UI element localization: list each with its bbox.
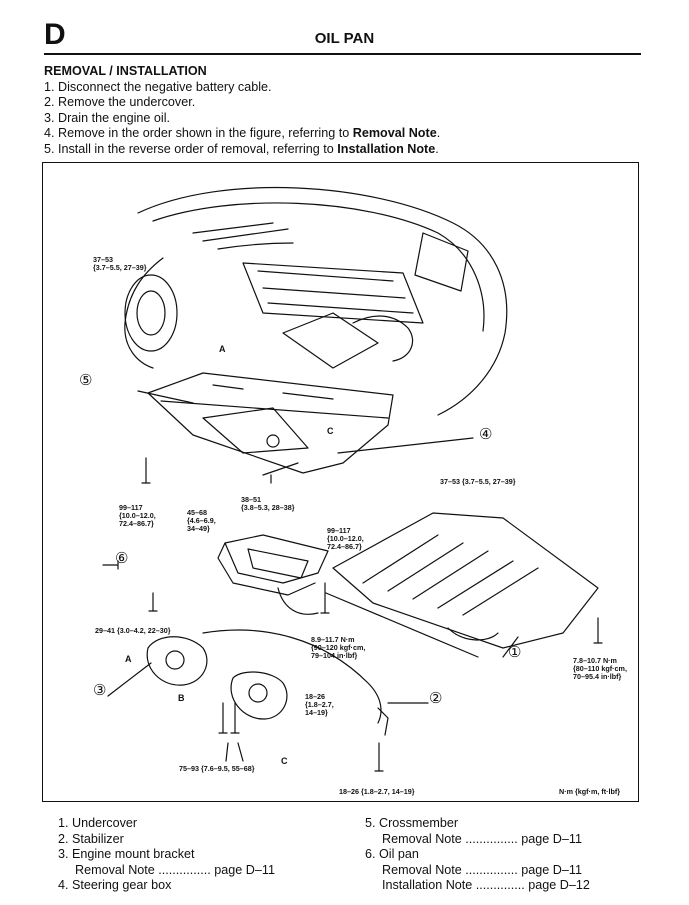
view-letter-b: B <box>178 693 185 703</box>
view-letter-a: A <box>219 344 226 354</box>
torque-spec-9: 7.8–10.7 N·m {80–110 kgf·cm, 70–95.4 in·… <box>573 656 627 681</box>
step-2: 2. Remove the undercover. <box>44 95 196 110</box>
legend-item: 3. Engine mount bracket <box>58 847 195 862</box>
exploded-view-figure: ⑤ ④ ⑥ ① ③ ② A A B C C 37–53 {3.7–5.5, 27… <box>42 162 639 802</box>
legend-item: Installation Note .............. page D–… <box>382 878 590 893</box>
torque-spec-10: 18–26 {1.8–2.7, 14–19} <box>305 692 334 717</box>
step-3: 3. Drain the engine oil. <box>44 110 171 125</box>
legend-item: Removal Note ............... page D–11 <box>382 831 582 846</box>
callout-6: ⑥ <box>115 550 129 567</box>
legend-item: Removal Note ............... page D–11 <box>75 862 275 877</box>
torque-spec-7: 29–41 {3.0–4.2, 22–30} <box>95 626 171 635</box>
legend-item: 1. Undercover <box>58 816 138 830</box>
procedure-steps: REMOVAL / INSTALLATION 1. Disconnect the… <box>44 64 440 158</box>
torque-spec-12: 18–26 {1.8–2.7, 14–19} <box>339 787 415 796</box>
torque-spec-1: 37–53 {3.7–5.5, 27–39} <box>93 255 147 272</box>
callout-2: ② <box>429 690 443 707</box>
step-1: 1. Disconnect the negative battery cable… <box>44 79 272 94</box>
step-5: 5. Install in the reverse order of remov… <box>44 141 439 156</box>
view-letter-c: C <box>327 426 334 436</box>
legend-item: 5. Crossmember <box>365 816 459 830</box>
callout-4: ④ <box>479 426 493 443</box>
torque-spec-2: 99–117 {10.0–12.0, 72.4–86.7} <box>119 503 156 528</box>
legend-item: Removal Note ............... page D–11 <box>382 862 582 877</box>
header-rule <box>44 53 641 55</box>
torque-spec-4: 38–51 {3.8–5.3, 28–38} <box>241 495 295 512</box>
torque-spec-6: 99–117 {10.0–12.0, 72.4–86.7} <box>327 526 364 551</box>
legend-item: 6. Oil pan <box>365 847 419 862</box>
removal-note-ref: Removal Note <box>352 126 437 141</box>
torque-spec-5: 37–53 {3.7–5.5, 27–39} <box>440 477 516 486</box>
callout-3: ③ <box>93 682 107 699</box>
step-4: 4. Remove in the order shown in the figu… <box>44 126 441 141</box>
units-note: N·m {kgf·m, ft·lbf} <box>559 787 621 796</box>
torque-spec-8: 8.9–11.7 N·m {90–120 kgf·cm, 79–104 in·l… <box>311 635 366 660</box>
view-letter-a-2: A <box>125 654 132 664</box>
installation-note-ref: Installation Note <box>337 141 436 156</box>
procedure-heading: REMOVAL / INSTALLATION <box>44 64 207 78</box>
torque-spec-3: 45–68 {4.6–6.9, 34–49} <box>187 508 216 533</box>
parts-legend-right: 5. Crossmember Removal Note ............… <box>365 816 590 894</box>
legend-item: 2. Stabilizer <box>58 831 124 846</box>
callout-5: ⑤ <box>79 372 93 389</box>
torque-spec-11: 75–93 {7.6–9.5, 55–68} <box>179 764 255 773</box>
legend-item: 4. Steering gear box <box>58 878 172 893</box>
section-letter: D <box>44 18 66 51</box>
parts-legend-left: 1. Undercover 2. Stabilizer 3. Engine mo… <box>58 816 275 894</box>
view-letter-c-2: C <box>281 756 288 766</box>
page-title: OIL PAN <box>314 30 375 47</box>
oil-pan-illustration <box>102 186 603 772</box>
callout-1: ① <box>508 644 522 661</box>
